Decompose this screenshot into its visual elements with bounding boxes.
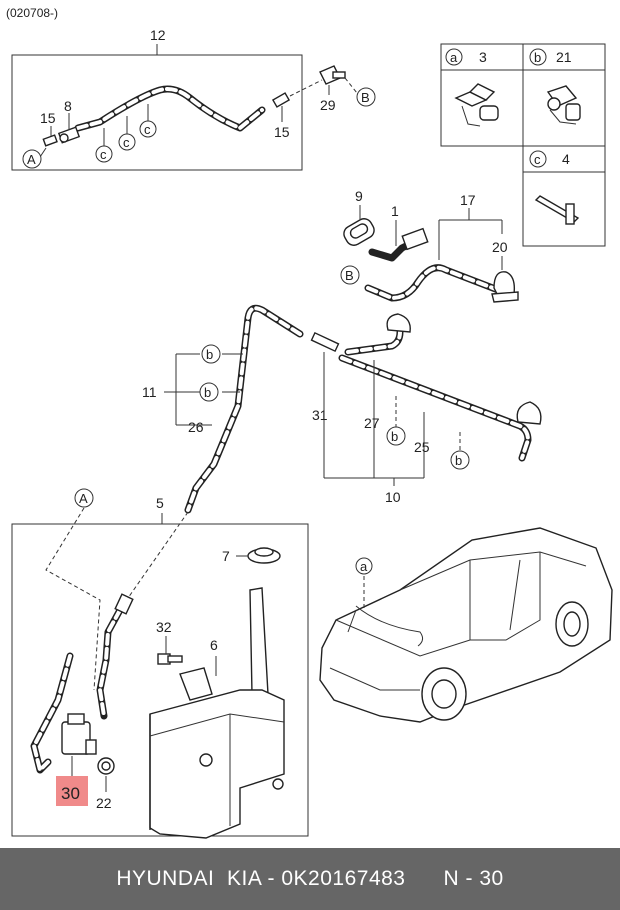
vehicle-illustration (319, 527, 613, 723)
callout-7: 7 (222, 548, 230, 564)
gasket-9 (343, 218, 375, 246)
highlight-part-30 (56, 776, 88, 806)
clip-3-illustration (454, 83, 499, 127)
svg-text:b: b (534, 50, 541, 65)
hose-25 (338, 354, 532, 462)
connector-15-left (42, 134, 58, 147)
callout-17: 17 (460, 192, 476, 208)
footer-bar: HYUNDAI KIA - 0K20167483 N - 30 (0, 848, 620, 910)
washer-motor-30 (61, 713, 97, 755)
parts-diagram: (020708-) 12 15 8 15 29 c c c (6, 6, 613, 839)
svg-text:b: b (206, 347, 213, 362)
callout-15-left: 15 (40, 110, 56, 126)
clip-legend-table (440, 43, 606, 247)
svg-text:3: 3 (479, 49, 487, 65)
reservoir-tank-6 (149, 587, 285, 839)
svg-text:a: a (450, 50, 458, 65)
clip-marker-c: c (139, 104, 157, 138)
hose-5-lower (30, 652, 74, 774)
connector-1 (368, 227, 429, 262)
t-joint-31 (310, 331, 340, 353)
hose-17 (364, 264, 502, 302)
washer-nozzle-lower (516, 401, 542, 425)
joint-29 (319, 65, 346, 85)
callout-15-right: 15 (274, 124, 290, 140)
hose-5-upper (96, 606, 124, 720)
clip-marker-b: b (199, 382, 219, 402)
legend-row-a: a 3 (445, 48, 487, 66)
svg-text:B: B (345, 268, 354, 283)
check-valve-8 (57, 126, 81, 144)
svg-text:b: b (455, 453, 462, 468)
callout-22: 22 (96, 795, 112, 811)
svg-text:21: 21 (556, 49, 572, 65)
legend-row-c: c 4 (529, 150, 570, 168)
callout-11: 11 (142, 384, 157, 400)
callout-8: 8 (64, 98, 72, 114)
hose-11-26 (184, 304, 304, 514)
hose-27 (344, 328, 404, 356)
clip-marker-b: b (201, 344, 221, 364)
callout-6: 6 (210, 637, 218, 653)
svg-text:c: c (534, 152, 541, 167)
callout-12: 12 (150, 27, 166, 43)
callout-10: 10 (385, 489, 401, 505)
washer-nozzle-20 (491, 271, 519, 303)
connector-5 (114, 593, 134, 615)
hose-12 (74, 85, 266, 132)
callout-26: 26 (188, 419, 204, 435)
callout-5: 5 (156, 495, 164, 511)
callout-29: 29 (320, 97, 336, 113)
svg-text:b: b (204, 385, 211, 400)
ref-marker-b-mid: B (340, 265, 360, 285)
svg-text:a: a (360, 559, 368, 574)
callout-32: 32 (156, 619, 172, 635)
footer-part-number: HYUNDAI KIA - 0K20167483 N - 30 (116, 867, 504, 890)
svg-text:c: c (100, 147, 107, 162)
svg-text:A: A (27, 152, 36, 167)
ref-marker-a-mid: A (74, 488, 94, 508)
ref-marker-a-upper: A (22, 147, 47, 169)
svg-text:b: b (391, 429, 398, 444)
clip-marker-b: b (386, 426, 406, 446)
callout-25: 25 (414, 439, 430, 455)
svg-text:4: 4 (562, 151, 570, 167)
svg-text:c: c (144, 122, 151, 137)
clip-21-illustration (546, 85, 581, 125)
connector-15-right (271, 92, 291, 108)
svg-text:B: B (361, 90, 370, 105)
callout-20: 20 (492, 239, 508, 255)
clip-marker-c: c (95, 128, 113, 163)
ref-marker-b-upper: B (356, 87, 376, 107)
clip-marker-c: c (118, 116, 136, 151)
washer-nozzle-upper (386, 313, 411, 333)
diagram-code: (020708-) (6, 6, 58, 20)
callout-1: 1 (391, 203, 399, 219)
callout-9: 9 (355, 188, 363, 204)
callout-27: 27 (364, 415, 380, 431)
clip-4-illustration (534, 195, 580, 225)
callout-31: 31 (312, 407, 328, 423)
svg-text:c: c (123, 135, 130, 150)
ref-marker-a-car: a (355, 557, 373, 575)
clip-marker-b: b (450, 450, 470, 470)
cap-7 (247, 547, 281, 564)
legend-row-b: b 21 (529, 48, 572, 66)
bolt-32 (157, 653, 183, 665)
callout-30: 30 (61, 784, 80, 803)
reservoir-box-5 (11, 523, 309, 837)
svg-text:A: A (79, 491, 88, 506)
grommet-22 (97, 757, 115, 775)
